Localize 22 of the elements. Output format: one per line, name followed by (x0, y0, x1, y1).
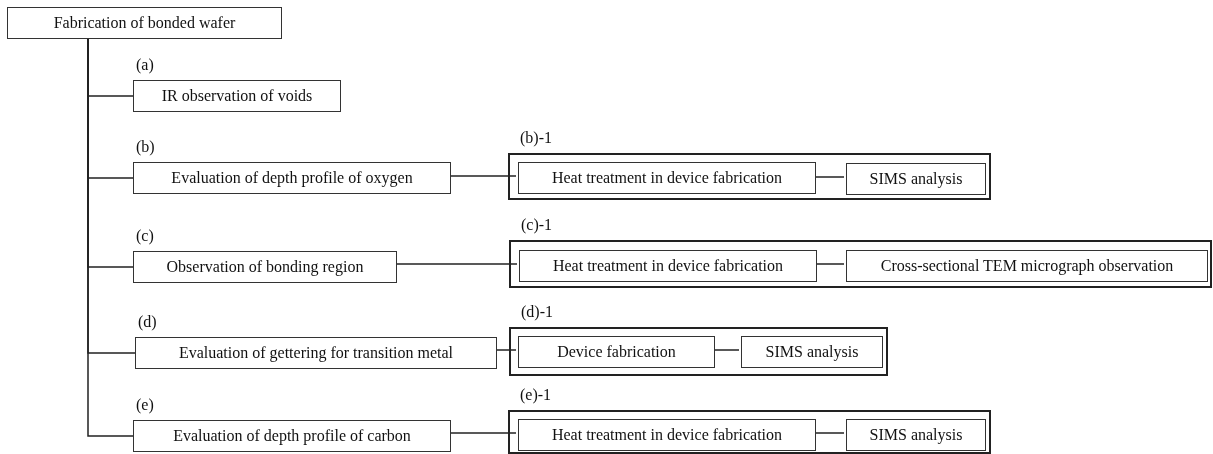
step-letter: (e) (136, 396, 154, 414)
process-box: Cross-sectional TEM micrograph observation (846, 250, 1208, 282)
step-letter: (c) (136, 227, 154, 245)
process-box: SIMS analysis (846, 163, 986, 195)
group-heading: (c)-1 (521, 216, 553, 234)
process-box: Fabrication of bonded wafer (7, 7, 282, 39)
process-box: Device fabrication (518, 336, 715, 368)
connector-line (396, 263, 518, 265)
step-letter: (a) (136, 56, 154, 74)
process-box: Heat treatment in device fabrication (518, 419, 816, 451)
connector-line (496, 349, 517, 351)
step-letter: (d) (138, 313, 157, 331)
group-heading: (b)-1 (520, 129, 552, 147)
group-heading: (e)-1 (520, 386, 552, 404)
connector-line (450, 175, 517, 177)
process-box: SIMS analysis (741, 336, 883, 368)
process-box: Heat treatment in device fabrication (518, 162, 816, 194)
connector-line (450, 432, 517, 434)
step-letter: (b) (136, 138, 155, 156)
process-box: Heat treatment in device fabrication (519, 250, 817, 282)
group-heading: (d)-1 (521, 303, 553, 321)
process-box: SIMS analysis (846, 419, 986, 451)
